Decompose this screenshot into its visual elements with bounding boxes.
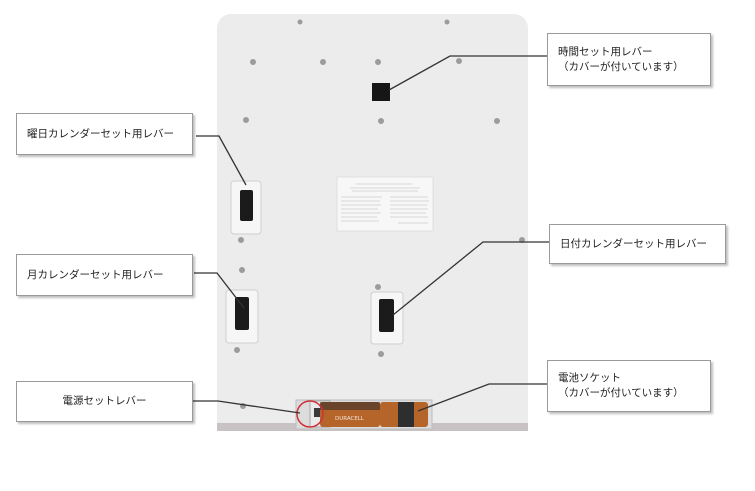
leader-line-battery [417, 383, 547, 412]
callout-power-lever-label: 電源セットレバー [62, 395, 147, 407]
leader-line-date [392, 241, 549, 316]
leader-line-month [194, 272, 245, 309]
leader-line-power [193, 400, 301, 414]
callout-month-lever: 月カレンダーセット用レバー [16, 254, 193, 296]
callout-month-lever-label: 月カレンダーセット用レバー [27, 268, 164, 281]
battery-compartment: DURACELL [295, 399, 433, 430]
callout-battery-socket-line1: 電池ソケット [558, 372, 621, 384]
spec-label [336, 176, 434, 232]
callout-time-lever: 時間セット用レバー （カバーが付いています） [547, 33, 711, 86]
callout-battery-socket: 電池ソケット （カバーが付いています） [547, 360, 711, 412]
date-lever [370, 291, 404, 345]
callout-power-lever: 電源セットレバー [16, 381, 193, 422]
weekday-lever [230, 180, 262, 235]
callout-weekday-lever-label: 曜日カレンダーセット用レバー [27, 127, 174, 140]
power-highlight-circle [296, 400, 324, 428]
battery-brand: DURACELL [335, 416, 365, 422]
leader-line-weekday [196, 135, 247, 186]
callout-date-lever: 日付カレンダーセット用レバー [549, 224, 726, 264]
callout-weekday-lever: 曜日カレンダーセット用レバー [16, 113, 193, 155]
leader-line-time [388, 55, 547, 91]
callout-date-lever-label: 日付カレンダーセット用レバー [560, 237, 707, 250]
time-lever [372, 83, 390, 101]
callout-time-lever-line1: 時間セット用レバー [558, 45, 653, 58]
month-lever [225, 289, 259, 344]
callout-time-lever-line2: （カバーが付いています） [558, 60, 684, 73]
callout-battery-socket-line2: （カバーが付いています） [558, 387, 684, 399]
